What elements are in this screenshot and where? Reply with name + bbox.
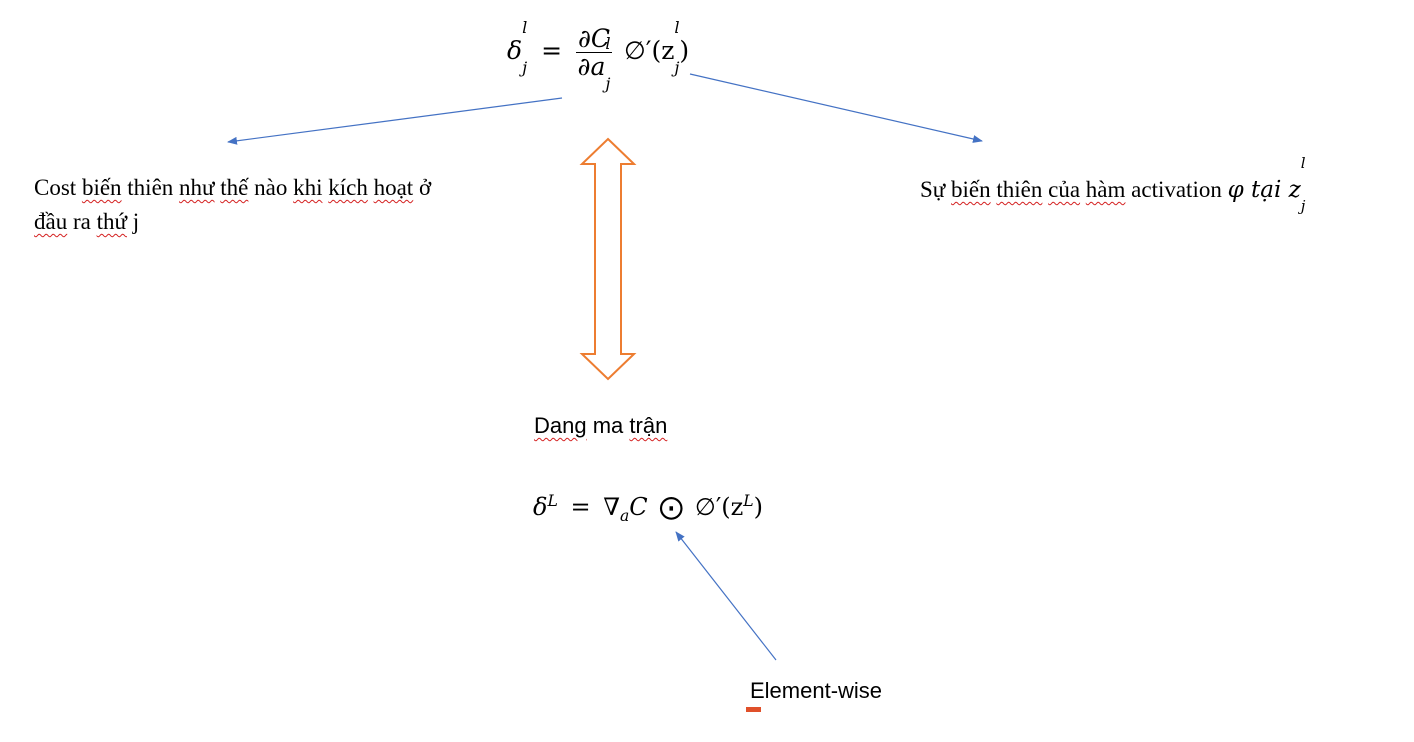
- left-caption-line1-word: hoạt: [373, 175, 414, 200]
- formula-bottom: δL = ∇aC ⨀ ∅′(zL): [533, 492, 764, 525]
- arrow-to-right-caption: [689, 73, 983, 143]
- right-caption: Sự biến thiên của hàm activation φ tại z…: [920, 154, 1306, 215]
- formula-top-equals: =: [541, 36, 563, 65]
- left-caption-line1-word: nào: [248, 175, 294, 200]
- left-caption-line1-word: như: [179, 175, 215, 200]
- left-caption-line1-word: kích: [328, 175, 368, 200]
- odot-icon: ⨀: [659, 493, 684, 521]
- matrix-label-rest: ma: [586, 413, 630, 438]
- right-caption-word: Sự: [920, 177, 946, 202]
- matrix-label-word1: Dang: [534, 413, 587, 438]
- left-caption-line1-word: thế: [220, 175, 249, 200]
- double-arrow-icon: [579, 137, 637, 381]
- left-caption-line2-word: ra: [67, 209, 97, 234]
- right-caption-word: biến: [951, 177, 991, 202]
- cursor-marker: [746, 707, 761, 712]
- right-caption-word: của: [1048, 177, 1081, 202]
- matrix-label: Dang ma trận: [534, 413, 667, 439]
- left-caption-line2-word: j: [126, 209, 140, 234]
- left-caption-line1-word: biến: [81, 175, 122, 200]
- right-caption-word: activation: [1125, 177, 1222, 202]
- left-caption-line2-word: thứ: [96, 209, 127, 234]
- arrow-element-wise: [675, 531, 777, 661]
- left-caption-line1-word: khi: [293, 175, 323, 200]
- right-caption-word: thiên: [996, 177, 1043, 202]
- left-caption-line1: Cost biến thiên như thế nào khi kích hoạ…: [34, 171, 431, 205]
- element-wise-label: Element-wise: [750, 678, 883, 703]
- right-caption-word: hàm: [1085, 177, 1126, 202]
- left-caption-line1-word: ở: [413, 175, 432, 200]
- matrix-label-word2: trận: [629, 413, 668, 438]
- left-caption-line2-word: đầu: [34, 209, 68, 234]
- left-caption-line1-word: thiên: [121, 175, 180, 200]
- left-caption: Cost biến thiên như thế nào khi kích hoạ…: [34, 171, 431, 239]
- left-caption-line2: đầu ra thứ j: [34, 205, 431, 239]
- left-caption-line1-word: Cost: [34, 175, 82, 200]
- arrow-to-left-caption: [227, 97, 563, 145]
